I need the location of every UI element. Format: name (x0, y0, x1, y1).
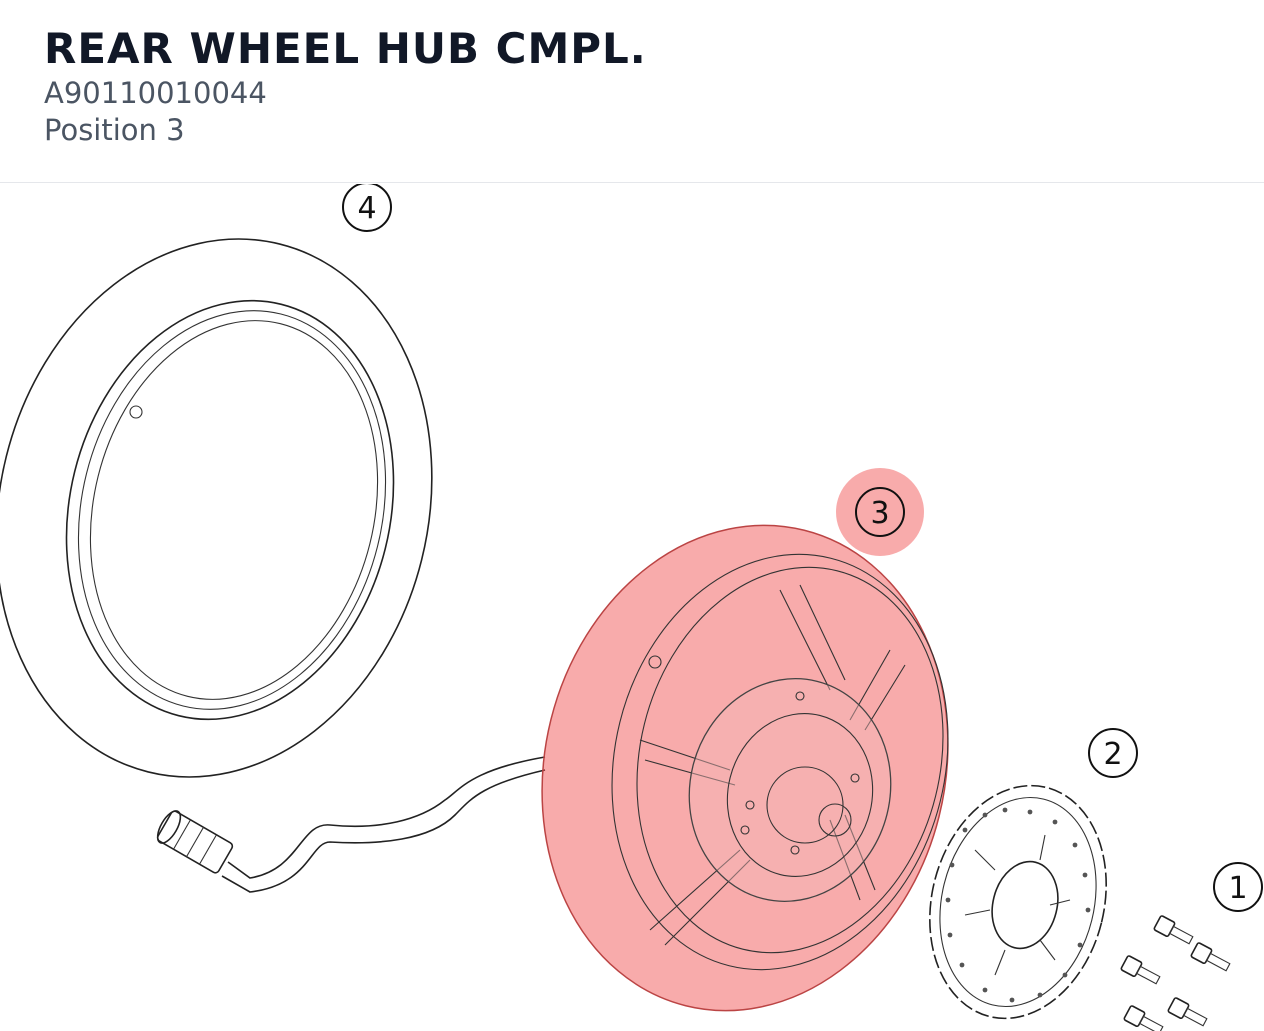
callout-3-label: 3 (870, 496, 889, 531)
brake-disc-part[interactable] (906, 767, 1130, 1031)
position-label: Position 3 (44, 113, 185, 147)
callout-2-label: 2 (1103, 737, 1122, 772)
callout-1[interactable]: 1 (1213, 862, 1263, 912)
callout-1-label: 1 (1228, 871, 1247, 906)
part-number: A90110010044 (44, 76, 267, 110)
part-header: REAR WHEEL HUB CMPL. A90110010044 Positi… (0, 0, 1264, 183)
cable-connector (156, 756, 546, 893)
callout-3[interactable]: 3 (836, 468, 924, 556)
callout-4-label: 4 (357, 191, 376, 226)
wheel-hub-part[interactable] (492, 482, 999, 1031)
page-title: REAR WHEEL HUB CMPL. (44, 24, 647, 73)
callout-2[interactable]: 2 (1088, 728, 1138, 778)
tyre-part[interactable] (0, 192, 487, 823)
exploded-view-diagram: 4 3 2 1 (0, 184, 1263, 1031)
bolts-part[interactable] (1120, 915, 1232, 1031)
callout-4[interactable]: 4 (342, 184, 392, 232)
